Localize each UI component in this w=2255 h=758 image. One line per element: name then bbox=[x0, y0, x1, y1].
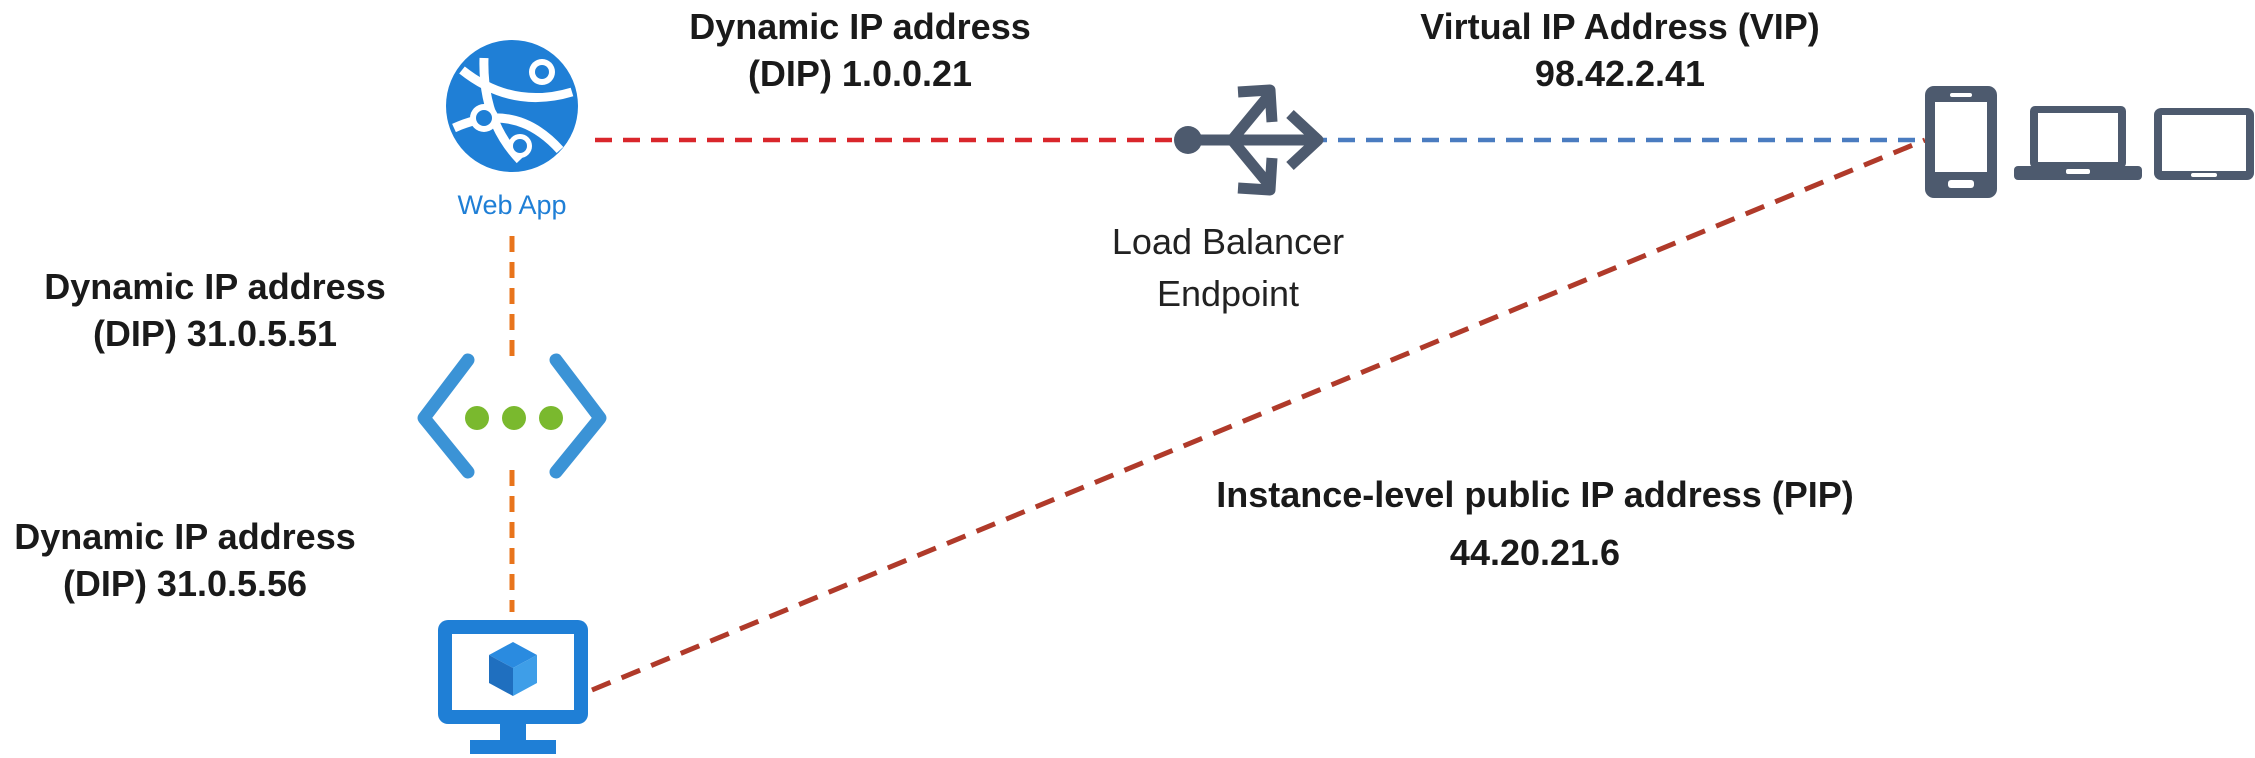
laptop-icon bbox=[2014, 106, 2142, 180]
virtual-network-icon bbox=[417, 353, 607, 479]
tablet-icon bbox=[2154, 108, 2254, 180]
pip-label: Instance-level public IP address (PIP) 4… bbox=[1216, 474, 1854, 573]
vm-to-clients-pip-connection bbox=[591, 137, 1926, 693]
dip-web-vnet-label: Dynamic IP address (DIP) 31.0.5.51 bbox=[44, 266, 386, 354]
load-balancer-label: Load Balancer Endpoint bbox=[1111, 221, 1345, 315]
virtual-machine-icon bbox=[438, 620, 588, 754]
web-app-icon bbox=[446, 40, 578, 172]
vip-label: Virtual IP Address (VIP) 98.42.2.41 bbox=[1420, 6, 1820, 94]
phone-icon bbox=[1925, 86, 1997, 198]
dip-web-lb-label: Dynamic IP address (DIP) 1.0.0.21 bbox=[689, 6, 1031, 94]
web-app-label: Web App bbox=[457, 190, 567, 220]
load-balancer-icon bbox=[1174, 84, 1324, 196]
dip-vm-label: Dynamic IP address (DIP) 31.0.5.56 bbox=[14, 516, 356, 604]
